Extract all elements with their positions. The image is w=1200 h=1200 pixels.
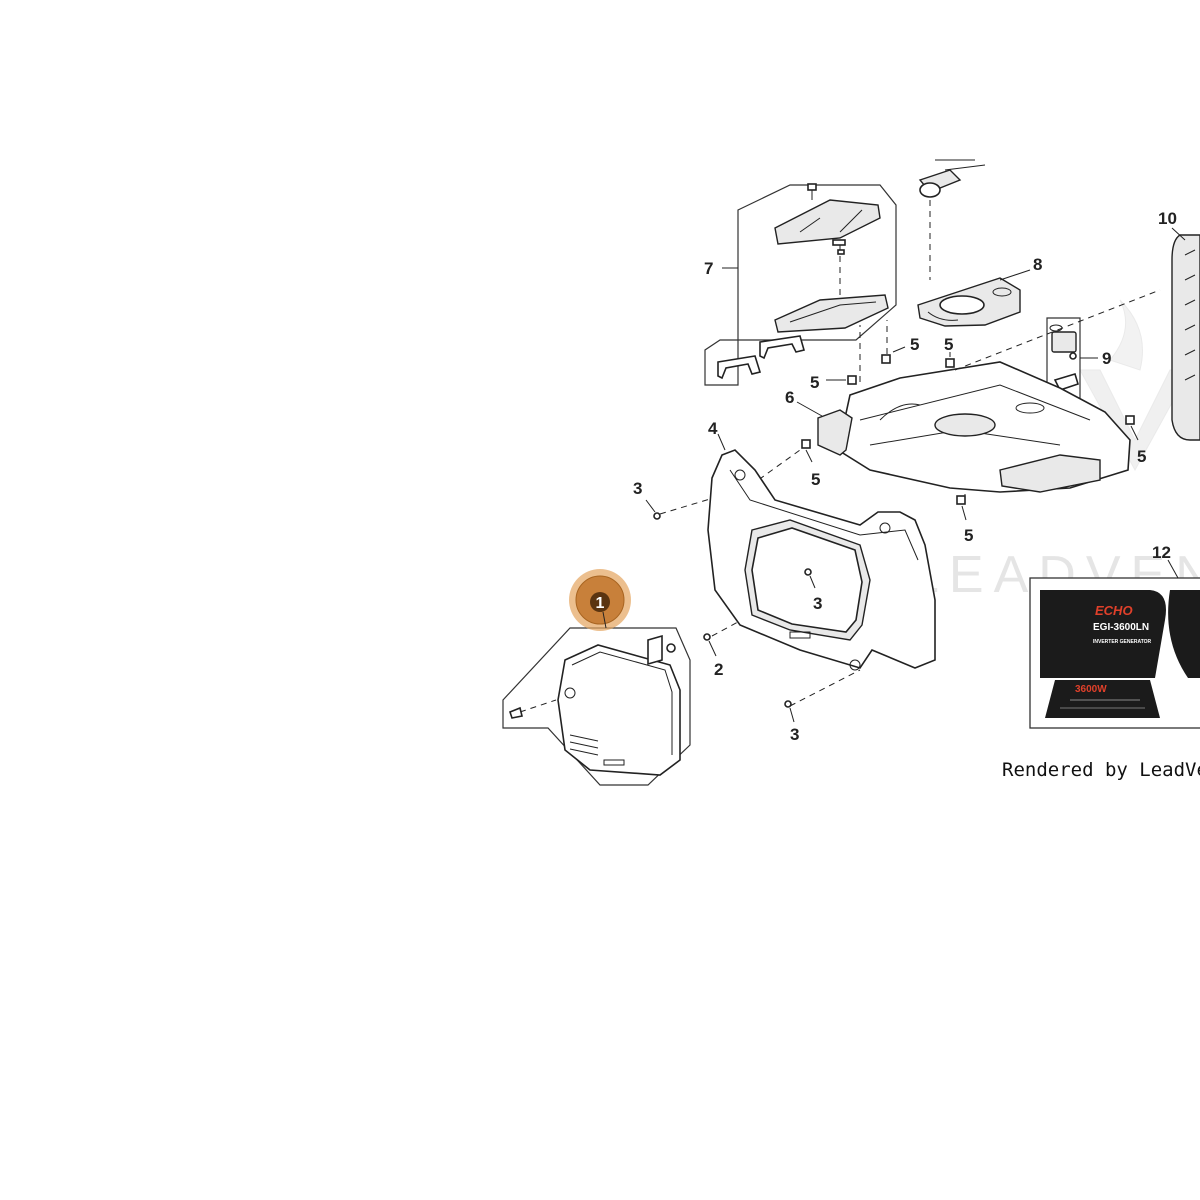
- part-7-tray: [774, 294, 889, 333]
- callout-4: 4: [708, 419, 718, 438]
- decal-model: EGI-3600LN: [1093, 622, 1149, 633]
- callout-5c: 5: [944, 335, 953, 354]
- decal-brand: ECHO: [1095, 603, 1133, 618]
- part-7-cover: [774, 199, 881, 245]
- clip-5-e: [956, 495, 966, 505]
- callout-1-badge[interactable]: 1: [569, 569, 631, 631]
- part-4: [707, 449, 936, 671]
- top-housing: [817, 361, 1131, 493]
- part-12: ECHO EGI-3600LN INVERTER GENERATOR 3600W: [1029, 577, 1200, 729]
- screw-3-a: [653, 512, 661, 520]
- part-1-group: [502, 627, 691, 786]
- clip-5-b: [847, 375, 857, 385]
- part-7-bracket: [704, 184, 897, 386]
- callout-7: 7: [704, 259, 713, 278]
- decal-right: [1168, 590, 1200, 678]
- part-7-clip-left: [717, 355, 762, 380]
- callout-2: 2: [714, 660, 723, 679]
- callout-5b: 5: [810, 373, 819, 392]
- clip-5-a: [881, 354, 891, 364]
- callout-3b: 3: [813, 594, 822, 613]
- callout-12: 12: [1152, 543, 1171, 562]
- render-credit: Rendered by LeadVentur: [1002, 759, 1200, 781]
- part-7-clip-right: [759, 335, 805, 360]
- callout-5a: 5: [910, 335, 919, 354]
- screw-3-c: [784, 700, 792, 708]
- callout-1: 1: [596, 595, 605, 612]
- screw-2: [703, 633, 711, 641]
- decal-subtitle: INVERTER GENERATOR: [1093, 639, 1152, 645]
- part-1-bracket: [502, 627, 691, 786]
- part-10: [1171, 234, 1200, 441]
- watermark-logo: [1079, 299, 1191, 472]
- callout-5d: 5: [811, 470, 820, 489]
- part-8: [917, 277, 1021, 327]
- clip-5-c: [945, 358, 955, 368]
- callout-5f: 5: [1137, 447, 1146, 466]
- part-7-group: [704, 183, 897, 386]
- callout-8: 8: [1033, 255, 1042, 274]
- callout-3c: 3: [790, 725, 799, 744]
- clip-5-f: [1125, 415, 1135, 425]
- screw-3-b: [804, 568, 812, 576]
- decal-wattage: 3600W: [1075, 684, 1107, 695]
- callout-9: 9: [1102, 349, 1111, 368]
- callout-10: 10: [1158, 209, 1177, 228]
- callout-6: 6: [785, 388, 794, 407]
- clip-5-d: [801, 439, 811, 449]
- fuel-fitting: [918, 159, 986, 280]
- callout-3a: 3: [633, 479, 642, 498]
- callout-5e: 5: [964, 526, 973, 545]
- part-1-cover: [557, 644, 681, 776]
